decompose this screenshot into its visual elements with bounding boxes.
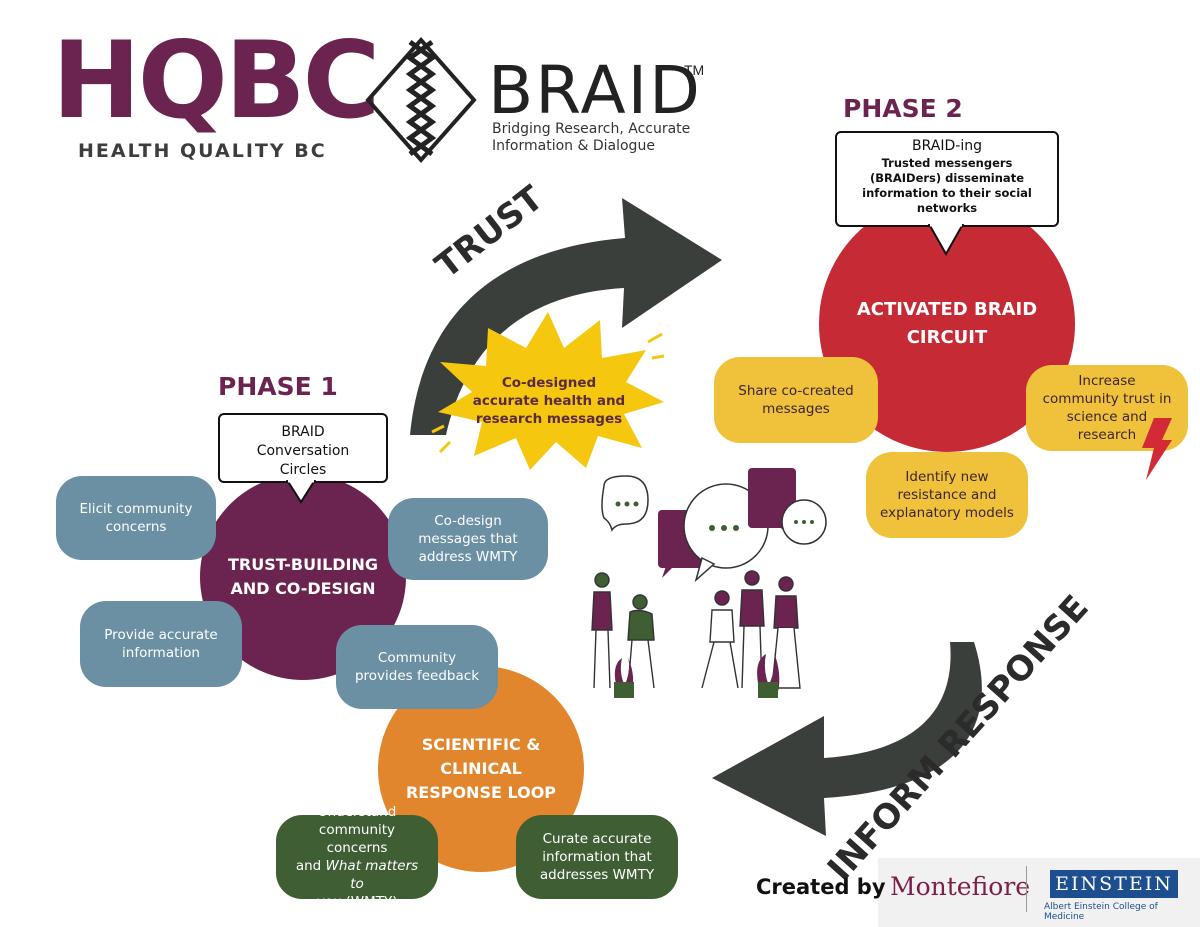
burst-text: Co-designed accurate health and research… xyxy=(472,375,626,427)
einstein-logo: EINSTEIN xyxy=(1050,870,1178,898)
einstein-logo-subtitle: Albert Einstein College of Medicine xyxy=(1044,902,1158,922)
montefiore-logo: Montefiore xyxy=(890,872,1031,901)
understand-line1: Understand xyxy=(317,804,397,820)
loop-line1: SCIENTIFIC & xyxy=(421,735,541,754)
bubble-line-3: Circles xyxy=(279,462,327,478)
conversation-circles-bubble: BRAID Conversation Circles xyxy=(218,413,388,483)
people-talking-illustration xyxy=(591,468,827,698)
bubble-line-1: BRAID xyxy=(281,424,325,440)
braid-logo-tagline: Bridging Research, Accurate Information … xyxy=(492,121,691,154)
provide-information-pill: Provide accurate information xyxy=(80,601,242,687)
identify-resistance-pill: Identify new resistance and explanatory … xyxy=(866,452,1028,538)
bubble-line-2: Conversation xyxy=(256,443,350,459)
lightning-icon xyxy=(1142,418,1172,480)
trust-arrow xyxy=(410,198,722,435)
trust-building-line1: TRUST-BUILDING xyxy=(227,555,379,574)
hqbc-logo-subtitle: HEALTH QUALITY BC xyxy=(78,140,327,162)
phase1-heading: PHASE 1 xyxy=(218,372,338,401)
bubble-tail xyxy=(286,480,316,504)
activated-line1: ACTIVATED BRAID xyxy=(856,299,1038,320)
braiding-title: BRAID-ing xyxy=(912,138,982,154)
created-by-label: Created by xyxy=(756,875,886,899)
phase2-heading: PHASE 2 xyxy=(843,94,963,123)
braiding-bubble: BRAID-ing Trusted messengers (BRAIDers) … xyxy=(835,131,1059,227)
inform-response-arrow xyxy=(712,642,982,836)
loop-line3: RESPONSE LOOP xyxy=(405,783,557,802)
logo-divider xyxy=(1026,866,1027,912)
braiding-bubble-tail xyxy=(928,224,964,256)
understand-line2: community concerns xyxy=(318,822,396,856)
braid-logo-word: BRAID xyxy=(488,52,702,129)
braid-trademark: TM xyxy=(684,62,705,78)
braiding-body: Trusted messengers (BRAIDers) disseminat… xyxy=(862,156,1032,215)
codesign-messages-pill: Co-design messages that address WMTY xyxy=(388,498,548,580)
understand-line4: you (WMTY) xyxy=(316,894,398,910)
loop-line2: CLINICAL xyxy=(440,759,522,778)
understand-line3: and What matters to xyxy=(295,858,419,892)
share-messages-pill: Share co-created messages xyxy=(714,357,878,443)
curate-information-pill: Curate accurate information that address… xyxy=(516,815,678,899)
starburst-shape xyxy=(431,312,665,470)
braid-logo-icon xyxy=(365,36,477,164)
elicit-concerns-pill: Elicit community concerns xyxy=(56,476,216,560)
community-feedback-pill: Community provides feedback xyxy=(336,625,498,709)
hqbc-logo-word: HQBC xyxy=(52,19,380,142)
trust-building-line2: AND CO-DESIGN xyxy=(230,579,376,598)
understand-concerns-pill: Understand community concerns and What m… xyxy=(276,804,438,910)
activated-line2: CIRCUIT xyxy=(906,327,988,348)
